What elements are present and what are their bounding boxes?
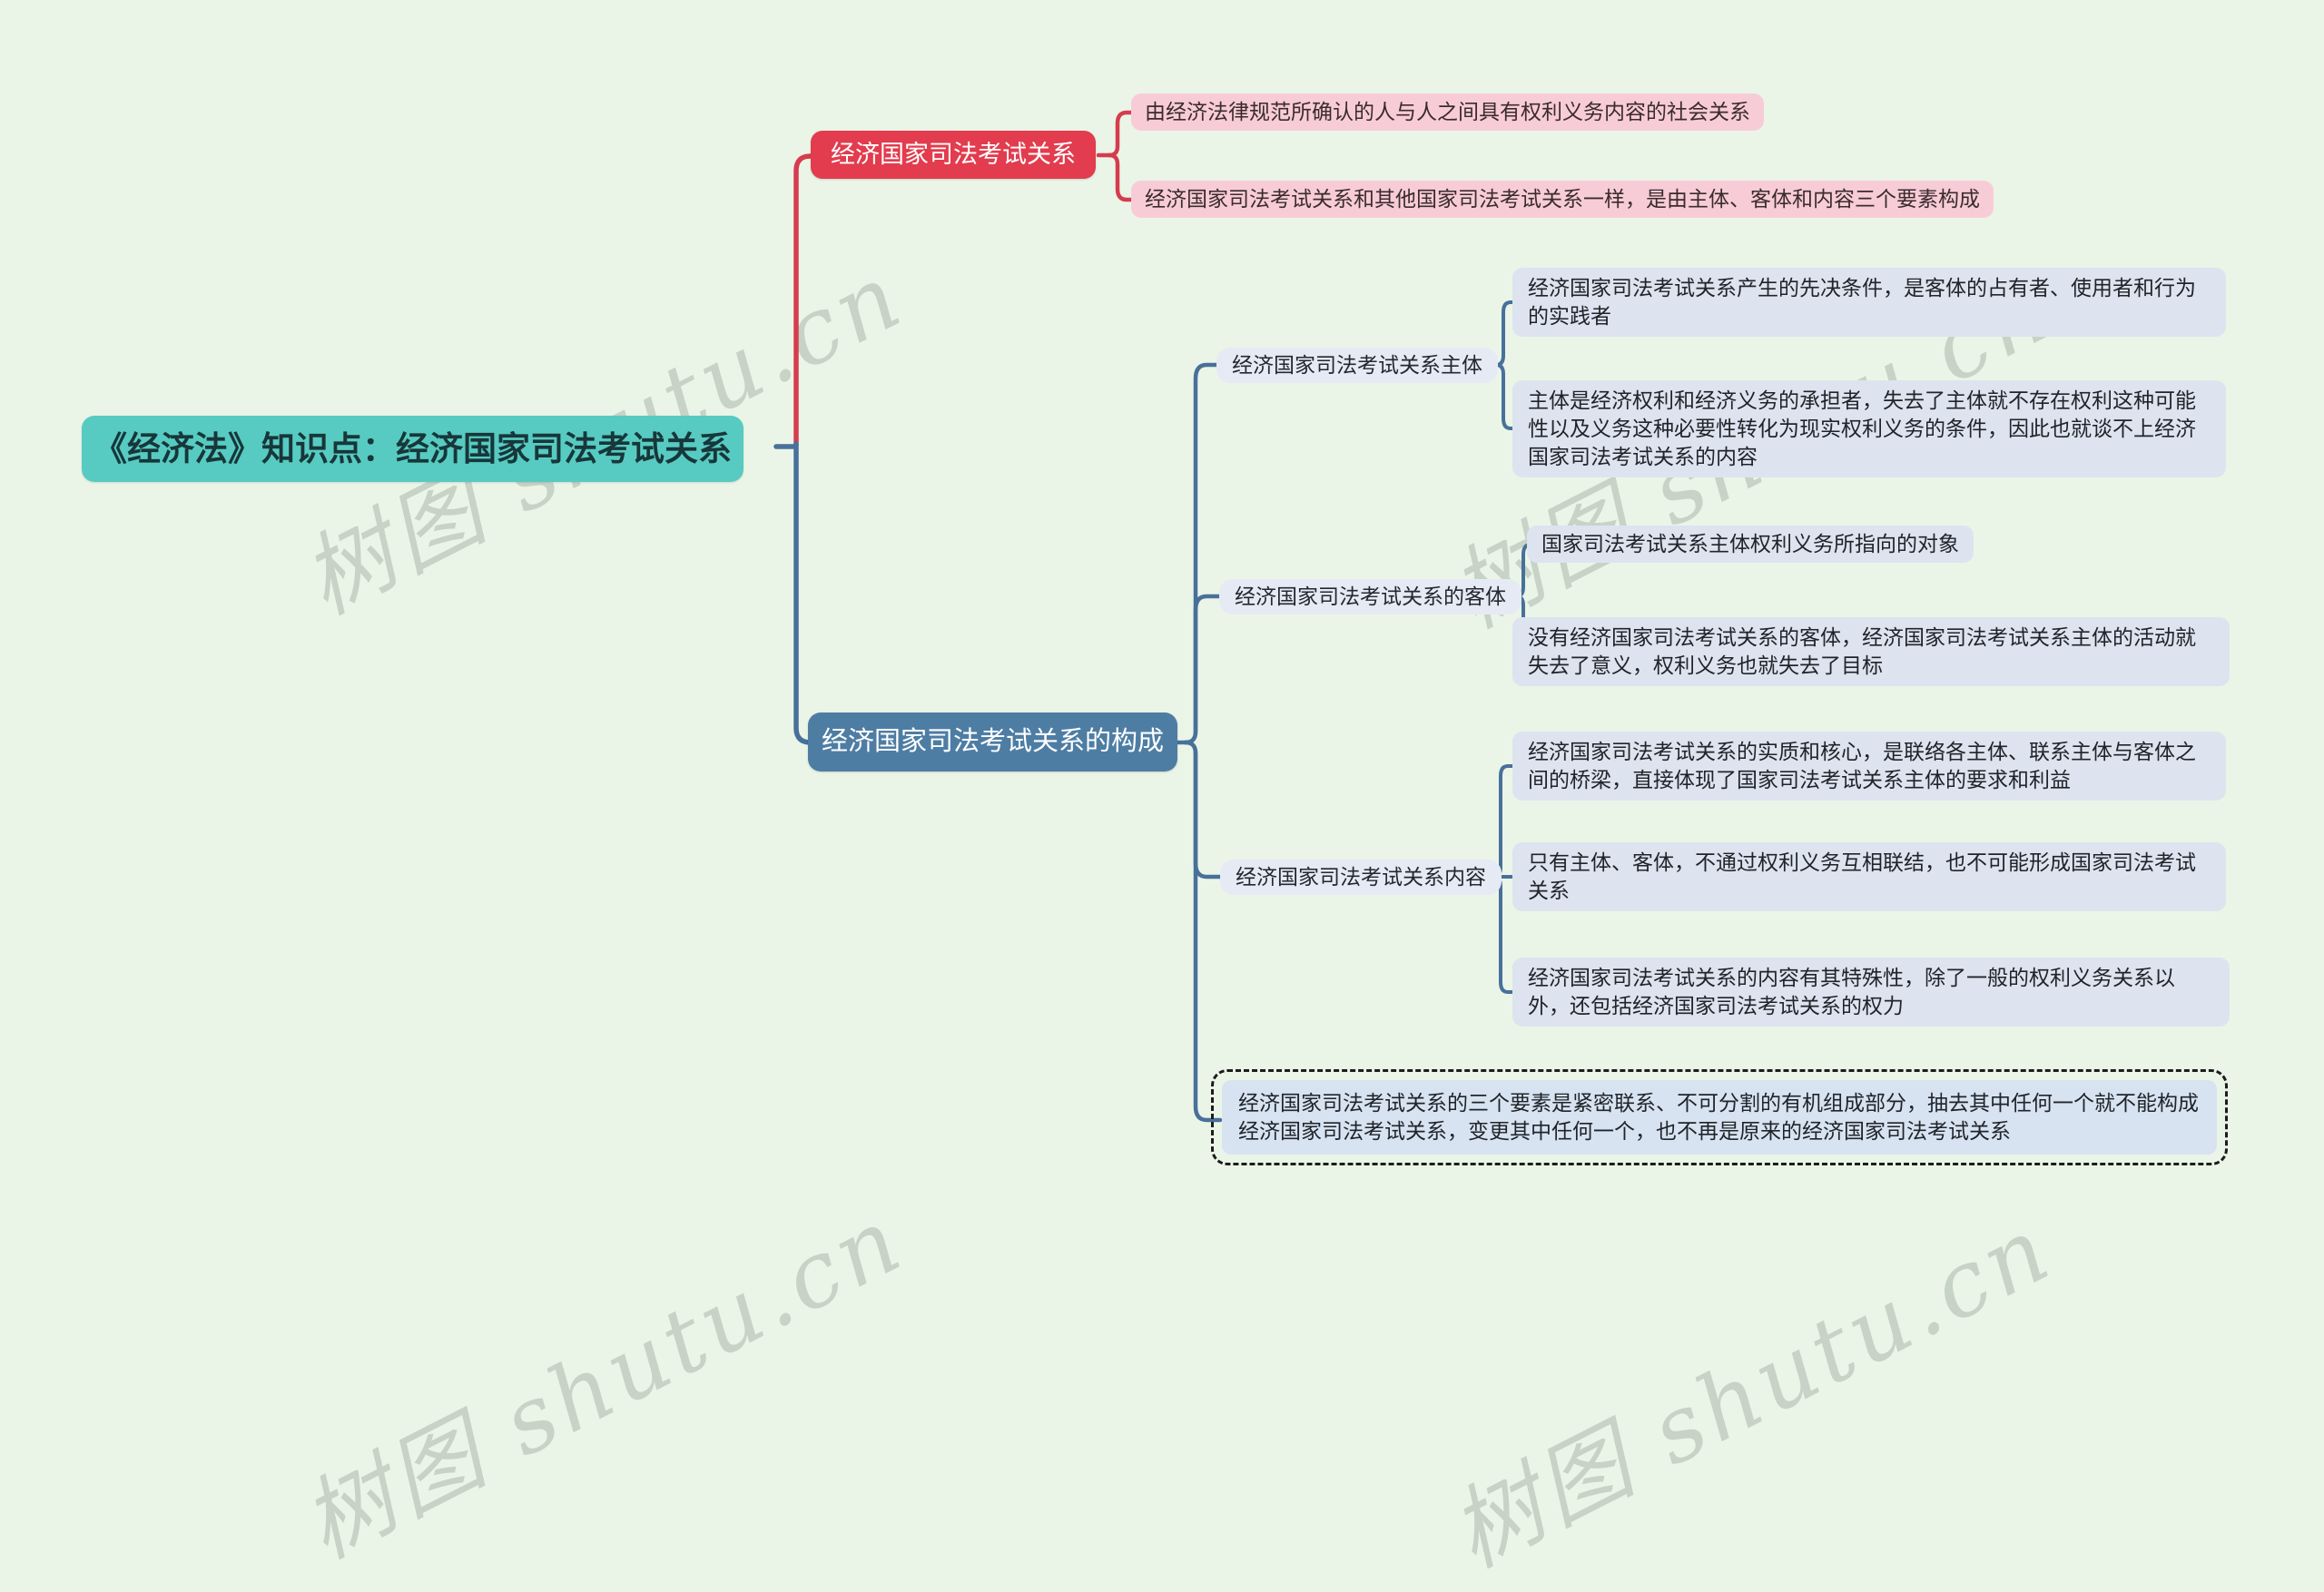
- leaf-subject-precondition[interactable]: 经济国家司法考试关系产生的先决条件，是客体的占有者、使用者和行为的实践者: [1512, 268, 2226, 337]
- subbranch-subject[interactable]: 经济国家司法考试关系主体: [1216, 348, 1498, 383]
- leaf-content-linkage[interactable]: 只有主体、客体，不通过权利义务互相联结，也不可能形成国家司法考试关系: [1512, 842, 2226, 911]
- leaf-object-meaning[interactable]: 没有经济国家司法考试关系的客体，经济国家司法考试关系主体的活动就失去了意义，权利…: [1512, 617, 2230, 686]
- root-node[interactable]: 《经济法》知识点：经济国家司法考试关系: [82, 416, 743, 482]
- leaf-summary-dashed[interactable]: 经济国家司法考试关系的三个要素是紧密联系、不可分割的有机组成部分，抽去其中任何一…: [1211, 1069, 2228, 1165]
- branch-node-exam-relation[interactable]: 经济国家司法考试关系: [811, 131, 1096, 179]
- mindmap-canvas: 树图 shutu.cn 树图 shutu.cn 树图 shutu.cn 树图 s…: [82, 93, 2230, 1587]
- leaf-content-essence[interactable]: 经济国家司法考试关系的实质和核心，是联络各主体、联系主体与客体之间的桥梁，直接体…: [1512, 732, 2226, 801]
- leaf-exam-relation-elements[interactable]: 经济国家司法考试关系和其他国家司法考试关系一样，是由主体、客体和内容三个要素构成: [1131, 181, 1994, 218]
- leaf-summary-text: 经济国家司法考试关系的三个要素是紧密联系、不可分割的有机组成部分，抽去其中任何一…: [1222, 1080, 2217, 1155]
- leaf-content-specialty[interactable]: 经济国家司法考试关系的内容有其特殊性，除了一般的权利义务关系以外，还包括经济国家…: [1512, 958, 2230, 1027]
- subbranch-content[interactable]: 经济国家司法考试关系内容: [1220, 860, 1502, 895]
- branch-node-composition[interactable]: 经济国家司法考试关系的构成: [808, 712, 1178, 771]
- leaf-subject-bearer[interactable]: 主体是经济权利和经济义务的承担者，失去了主体就不存在权利这种可能性以及义务这种必…: [1512, 380, 2226, 477]
- leaf-exam-relation-definition[interactable]: 由经济法律规范所确认的人与人之间具有权利义务内容的社会关系: [1131, 93, 1764, 131]
- subbranch-object[interactable]: 经济国家司法考试关系的客体: [1219, 579, 1521, 614]
- leaf-object-target[interactable]: 国家司法考试关系主体权利义务所指向的对象: [1527, 526, 1974, 563]
